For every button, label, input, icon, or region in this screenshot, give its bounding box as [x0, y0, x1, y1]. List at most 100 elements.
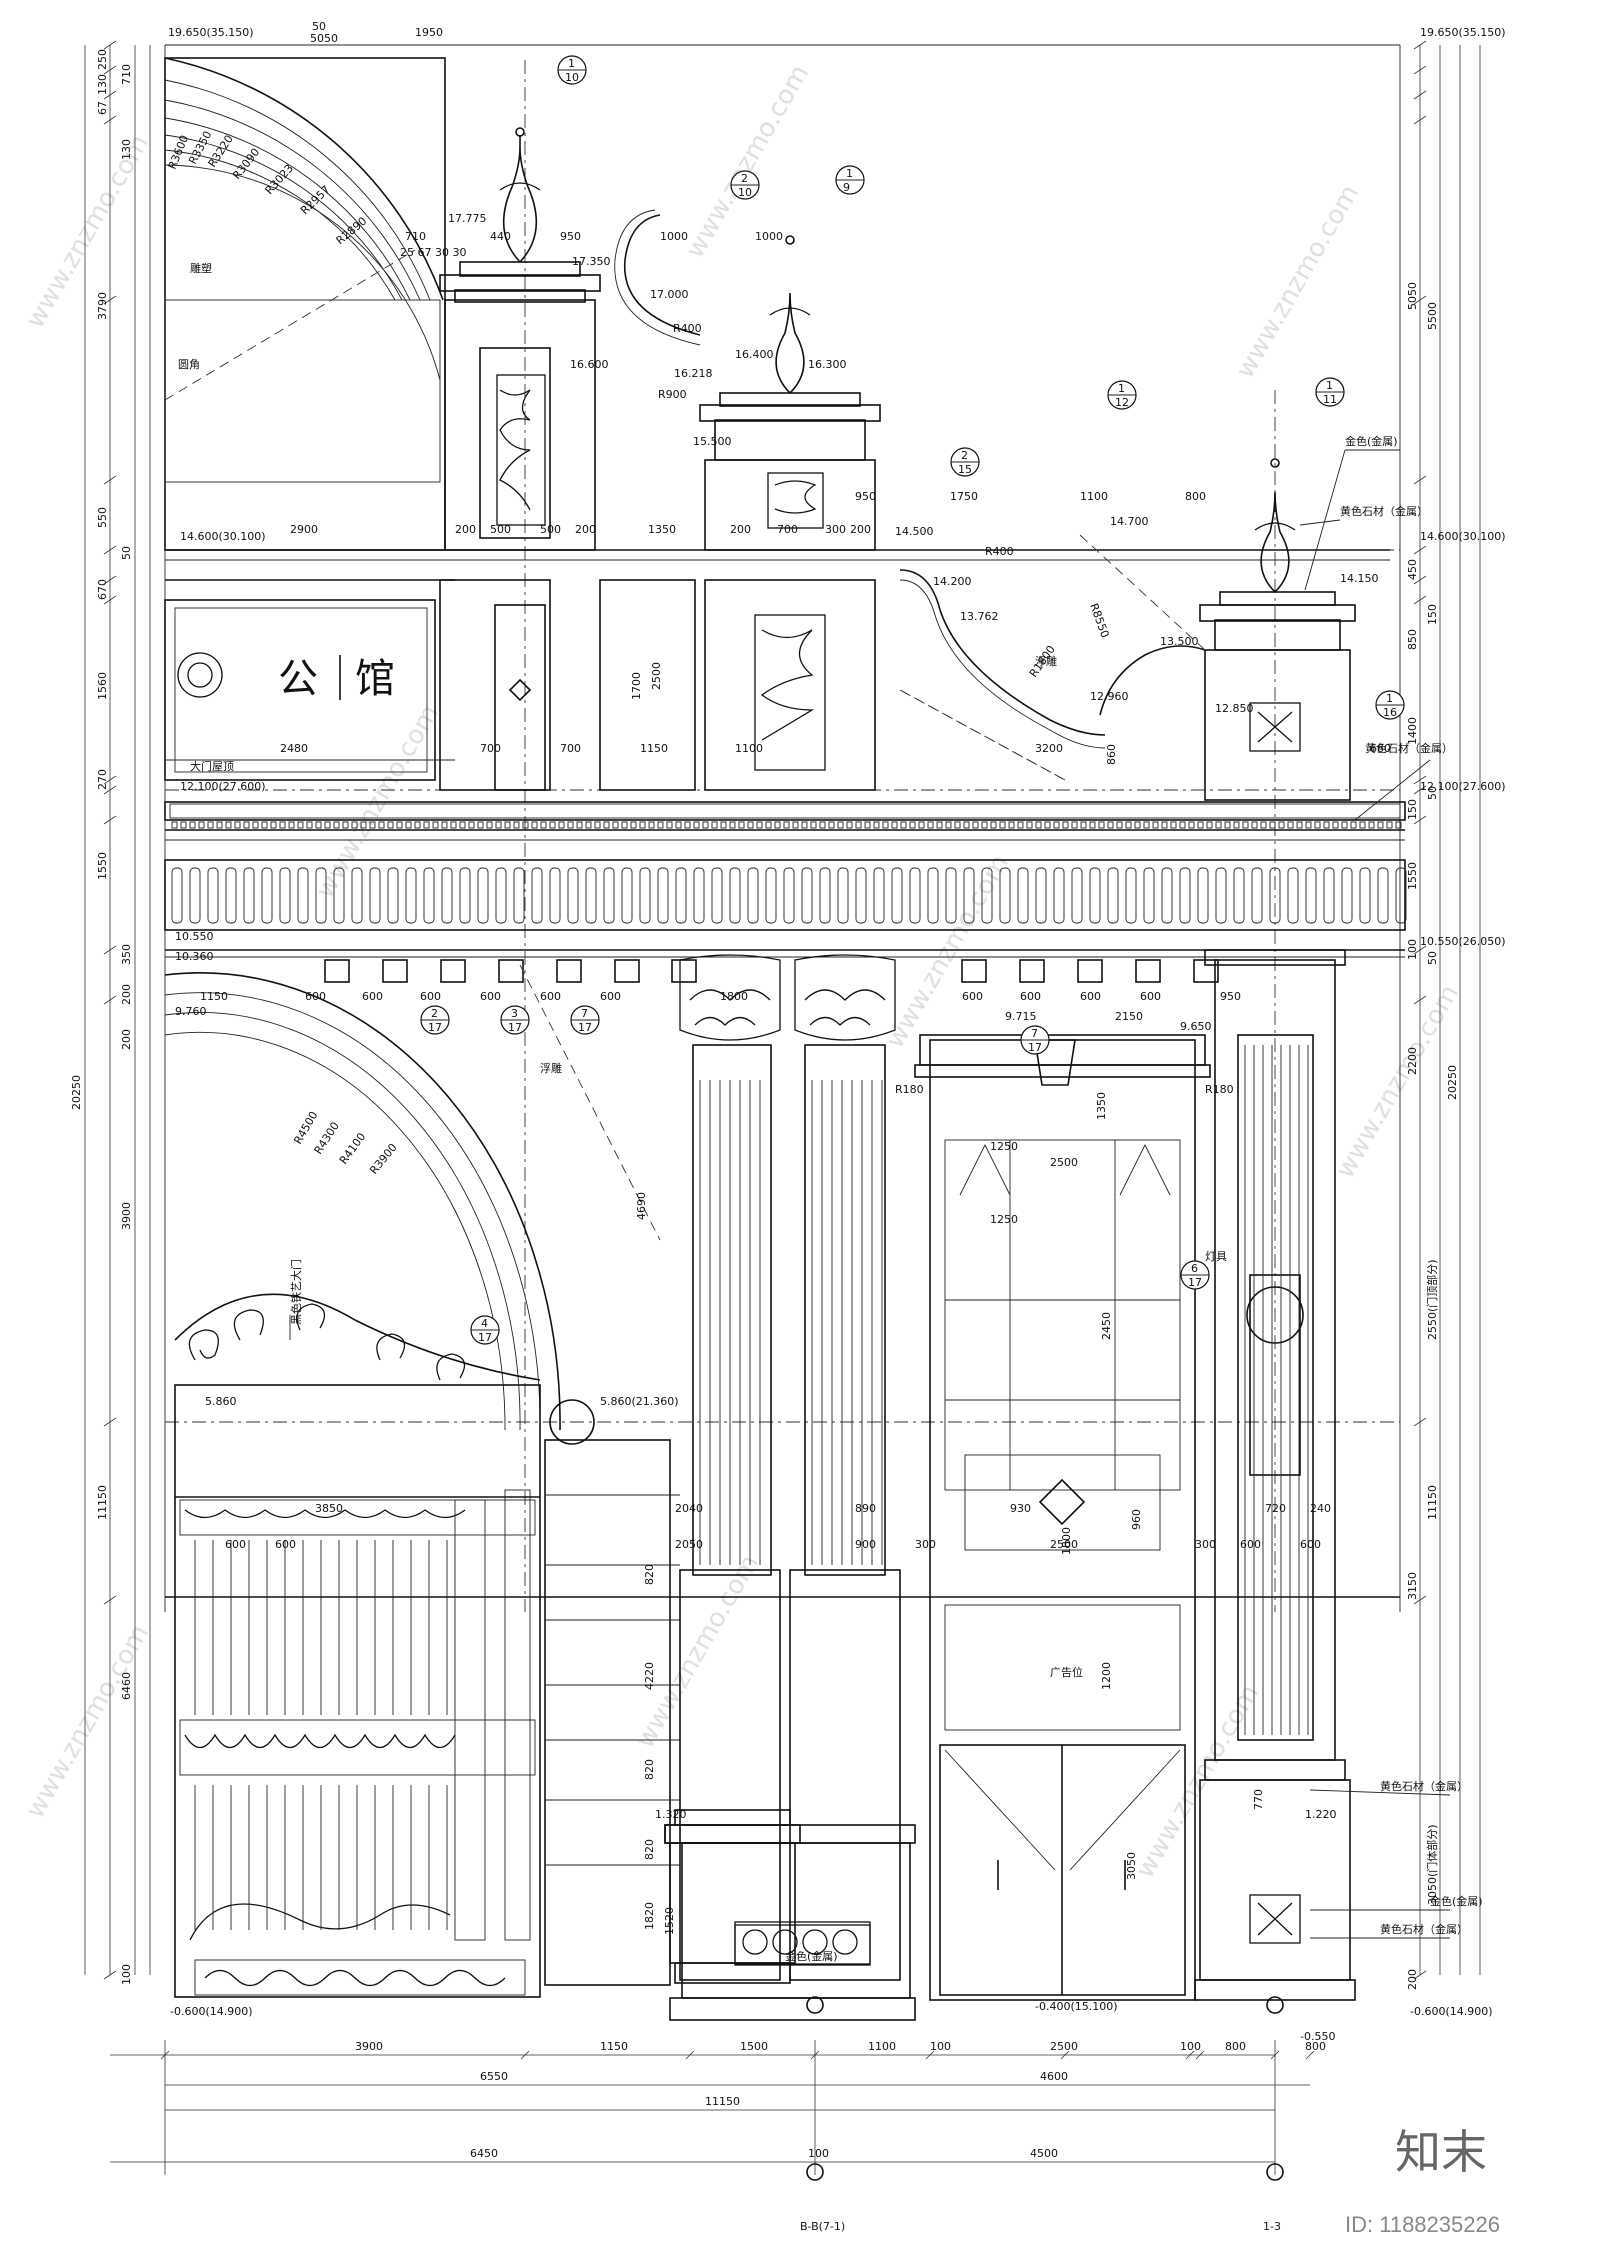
- level-marks: 19.650(35.150) 19.650(35.150) 14.600(30.…: [168, 26, 1506, 2043]
- dim-text: 440: [490, 230, 511, 243]
- dim-tick: [685, 2050, 695, 2060]
- dim-text: 1800: [720, 990, 748, 1003]
- callout-sheet: 10: [738, 186, 752, 199]
- dim-text: 130: [96, 74, 109, 95]
- cornice-flute: [1233, 867, 1245, 924]
- dentil: [792, 821, 799, 829]
- dim-text: 450: [1406, 559, 1419, 580]
- dentil: [630, 821, 637, 829]
- dentil: [315, 821, 322, 829]
- dim-text: 820: [643, 1759, 656, 1780]
- cornice-flute: [1035, 867, 1047, 924]
- level-text: 13.762: [960, 610, 999, 623]
- column-fluting: [699, 1080, 883, 1565]
- dentil: [531, 821, 538, 829]
- dentil: [981, 821, 988, 829]
- cornice-flute: [927, 867, 939, 924]
- dim-text: 600: [600, 990, 621, 1003]
- dim-text: 11150: [96, 1485, 109, 1520]
- dentil: [594, 821, 601, 829]
- radius-label: R2890: [334, 214, 370, 247]
- dim-text: 200: [455, 523, 476, 536]
- watermark-text: www.znzmo.com: [1230, 180, 1365, 384]
- modillion: [961, 959, 987, 983]
- dim-tick: [1413, 775, 1427, 785]
- dentil: [612, 821, 619, 829]
- radius-label: R4100: [337, 1130, 368, 1166]
- callout-number: 1: [1118, 382, 1125, 395]
- cornice-flute: [549, 867, 561, 924]
- cornice-flute: [279, 867, 291, 924]
- dentil: [1260, 821, 1267, 829]
- dim-text: 240: [1310, 1502, 1331, 1515]
- dentil: [855, 821, 862, 829]
- dim-text: 2500: [1050, 1156, 1078, 1169]
- dentil: [1161, 821, 1168, 829]
- callout-number: 1: [568, 57, 575, 70]
- dim-text: 200: [850, 523, 871, 536]
- dentil: [1314, 821, 1321, 829]
- dentil: [333, 821, 340, 829]
- dim-tick: [1413, 65, 1427, 75]
- dentil: [234, 821, 241, 829]
- dentil: [828, 821, 835, 829]
- dim-text: 2500: [1050, 1538, 1078, 1551]
- dim-text: 670: [96, 579, 109, 600]
- dentil: [1215, 821, 1222, 829]
- dim-text: 660: [1370, 742, 1391, 755]
- modillion: [382, 959, 408, 983]
- detail-callout: 215: [950, 447, 980, 477]
- mid-dim-text: 2900 1350 2480 700 700 1150 1100 200 500…: [200, 523, 1391, 1935]
- dim-text: 860: [1105, 744, 1118, 765]
- right-dim-text: 5050 5500 450 850 1400 150 1550 20250 22…: [1406, 282, 1459, 1990]
- dim-text: 1950: [415, 26, 443, 39]
- dentil: [1017, 821, 1024, 829]
- dim-text: 600: [480, 990, 501, 1003]
- material-label: 金色(金属): [1430, 1894, 1483, 1908]
- level-text: -0.550: [1300, 2030, 1335, 2043]
- dentil: [324, 821, 331, 829]
- cornice-flute: [1107, 867, 1119, 924]
- modillion: [671, 959, 697, 983]
- level-text: 16.300: [808, 358, 847, 371]
- radius-label: R8550: [1087, 602, 1111, 640]
- dim-tick: [1413, 295, 1427, 305]
- dentil: [369, 821, 376, 829]
- cornice-flute: [567, 867, 579, 924]
- dentil: [297, 821, 304, 829]
- dentil: [1305, 821, 1312, 829]
- cornice-flute: [999, 867, 1011, 924]
- dim-tick: [103, 1595, 117, 1605]
- dim-text: 700: [777, 523, 798, 536]
- dentil: [513, 821, 520, 829]
- dim-tick: [160, 2050, 170, 2060]
- dim-text: 1520: [663, 1907, 676, 1935]
- dentil: [396, 821, 403, 829]
- dentil: [909, 821, 916, 829]
- dentil: [738, 821, 745, 829]
- callout-sheet: 15: [958, 463, 972, 476]
- dentil: [873, 821, 880, 829]
- round-corner-label: 圆角: [178, 358, 200, 371]
- cornice-flute: [207, 867, 219, 924]
- dim-text: 1100: [735, 742, 763, 755]
- dim-tick: [103, 775, 117, 785]
- dim-text: 1100: [1080, 490, 1108, 503]
- dentil: [936, 821, 943, 829]
- level-text: 14.150: [1340, 572, 1379, 585]
- level-text: 17.350: [572, 255, 611, 268]
- dentil: [360, 821, 367, 829]
- dentil: [243, 821, 250, 829]
- dentil: [378, 821, 385, 829]
- left-dim-text: 250 130 710 67 3790 550 670 1560 270 155…: [70, 49, 133, 1985]
- level-text: 1.220: [1305, 1808, 1337, 1821]
- cornice-flute: [477, 867, 489, 924]
- dentil: [270, 821, 277, 829]
- dim-text: 6450: [470, 2147, 498, 2160]
- dim-text: 25 67 30 30: [400, 246, 466, 259]
- dentil: [1359, 821, 1366, 829]
- dim-text: 500: [540, 523, 561, 536]
- dim-tick: [103, 995, 117, 1005]
- dim-text: 50: [1426, 951, 1439, 965]
- cornice-flute: [963, 867, 975, 924]
